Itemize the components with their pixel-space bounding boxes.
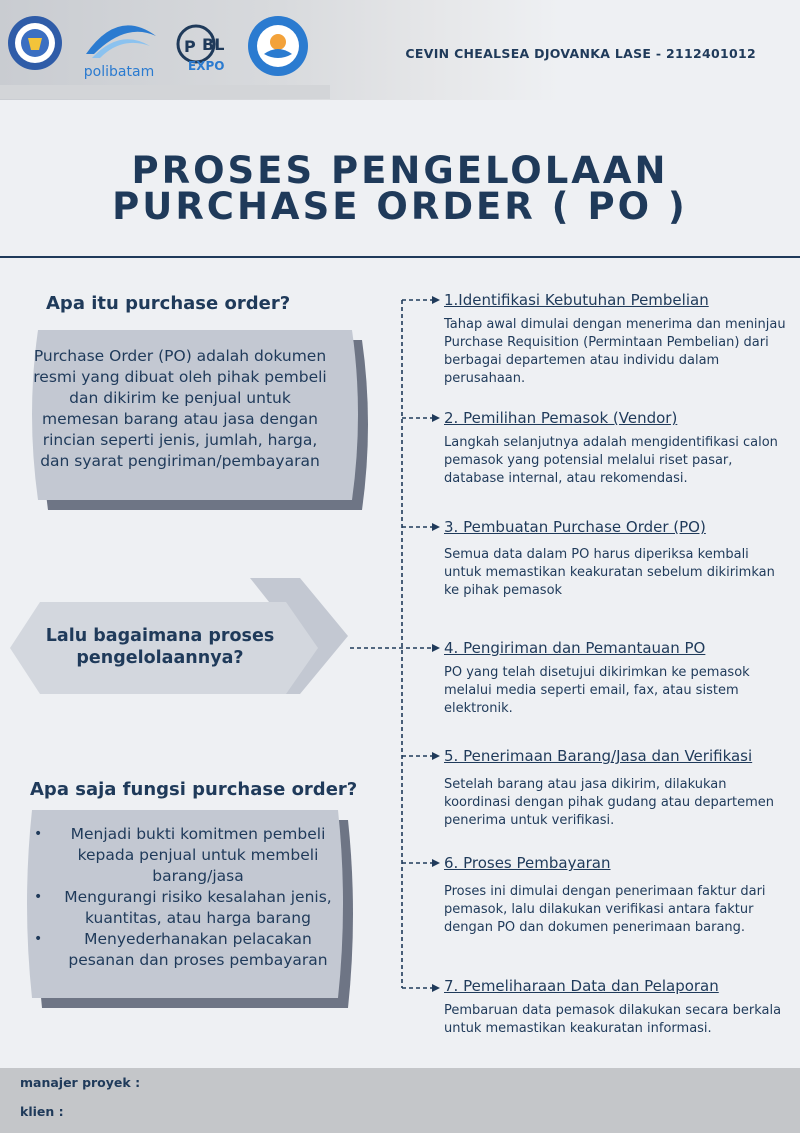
step-6-description: Proses ini dimulai dengan penerimaan fak… [444,884,766,935]
step-5-title: 5. Penerimaan Barang/Jasa dan Verifikasi [444,747,753,765]
client-label: klien : [20,1104,64,1119]
header-brush-stroke [0,85,330,99]
bullet: • [34,889,43,905]
svg-text:BL: BL [202,35,224,54]
manager-label: manajer proyek : [20,1075,141,1090]
process-question: Lalu bagaimana proses pengelolaannya? [45,626,275,668]
bullet: • [34,826,43,842]
polibatam-logo-text: polibatam [83,64,155,80]
step-5-description: Setelah barang atau jasa dikirim, dilaku… [444,777,775,828]
footer-band [0,1068,800,1133]
diktisaintek-logo-icon [248,16,308,76]
step-7-description: Pembaruan data pemasok dilakukan secara … [444,1003,782,1036]
svg-text:P: P [184,37,196,56]
list-item: • Menjadi bukti komitmen pembeli kepada … [30,824,340,887]
pbl-expo-logo-icon: P BL EXPO [174,14,238,84]
step-7-title: 7. Pemeliharaan Data dan Pelaporan [444,977,719,995]
function-text: Menyederhanakan pelacakan pesanan dan pr… [68,930,328,969]
kemdikbud-logo-icon [8,16,62,70]
function-text: Mengurangi risiko kesalahan jenis, kuant… [64,888,332,927]
step-2-description: Langkah selanjutnya adalah mengidentifik… [444,435,778,486]
svg-text:EXPO: EXPO [188,59,224,73]
page-title-line-2: PURCHASE ORDER ( PO ) [112,185,688,228]
function-text: Menjadi bukti komitmen pembeli kepada pe… [70,825,326,885]
step-3-title: 3. Pembuatan Purchase Order (PO) [444,518,706,536]
step-4-title: 4. Pengiriman dan Pemantauan PO [444,639,706,657]
po-definition: Purchase Order (PO) adalah dokumen resmi… [33,347,327,470]
list-item: • Mengurangi risiko kesalahan jenis, kua… [30,887,340,929]
step-4-description: PO yang telah disetujui dikirimkan ke pe… [444,665,750,716]
step-1-title: 1.Identifikasi Kebutuhan Pembelian [444,291,709,309]
step-1-description: Tahap awal dimulai dengan menerima dan m… [444,317,786,386]
what-is-po-heading: Apa itu purchase order? [46,293,291,314]
title-divider [0,256,800,258]
header-band [0,0,800,100]
step-2-title: 2. Pemilihan Pemasok (Vendor) [444,409,678,427]
step-3-description: Semua data dalam PO harus diperiksa kemb… [444,547,775,598]
functions-list: • Menjadi bukti komitmen pembeli kepada … [30,824,340,971]
list-item: • Menyederhanakan pelacakan pesanan dan … [30,929,340,971]
student-name: CEVIN CHEALSEA DJOVANKA LASE - 211240101… [405,46,756,61]
polibatam-logo-icon: polibatam [76,14,162,84]
step-6-title: 6. Proses Pembayaran [444,854,611,872]
functions-heading: Apa saja fungsi purchase order? [30,779,358,800]
bullet: • [34,931,43,947]
page-title-line-1: PROSES PENGELOLAAN [131,149,669,192]
